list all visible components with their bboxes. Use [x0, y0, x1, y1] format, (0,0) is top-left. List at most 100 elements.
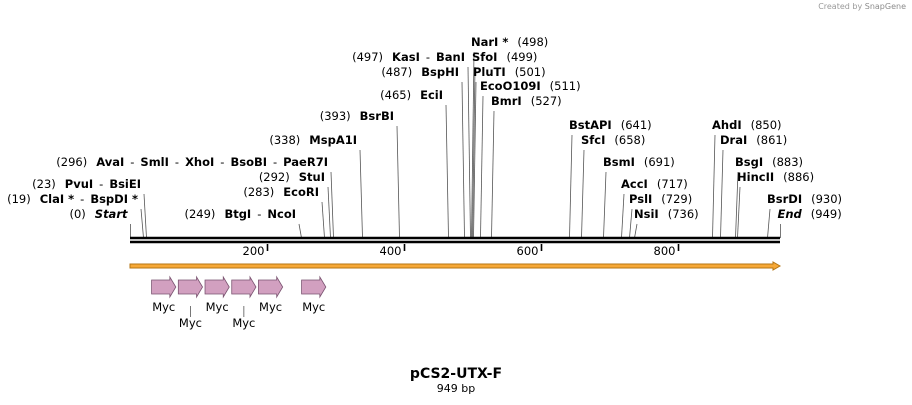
site-label-part: BsgI — [735, 155, 763, 169]
snapgene-logo: SnapGene — [864, 2, 906, 11]
site-label-part: (641) — [621, 118, 652, 132]
site-leader-line — [767, 208, 771, 239]
site-leader-line — [473, 81, 477, 239]
created-by-credit: Created by SnapGene — [818, 2, 906, 11]
site-leader-line — [581, 149, 585, 239]
site-label: (292)StuI — [259, 170, 325, 184]
site-label: PluTI (501) — [473, 65, 546, 79]
site-label-part: (930) — [811, 192, 842, 206]
site-label-part: (465) — [380, 88, 411, 102]
site-label-part: EciI — [420, 88, 443, 102]
site-label-part: XhoI — [185, 155, 214, 169]
site-label-part: (861) — [756, 133, 787, 147]
sequence-backbone — [130, 236, 780, 244]
myc-tag-label: Myc — [232, 316, 255, 330]
site-label: BsgI (883) — [735, 155, 803, 169]
site-label-part: (283) — [243, 185, 274, 199]
site-label-part: (691) — [644, 155, 675, 169]
orf-arrow — [129, 261, 782, 271]
site-label: (0) Start — [69, 207, 128, 221]
ruler-tick-label: 600 — [517, 244, 539, 258]
site-leader-lines — [130, 51, 781, 239]
site-label-part: (501) — [515, 65, 546, 79]
site-label-part: (393) — [320, 109, 351, 123]
myc-tag-arrow — [301, 275, 327, 299]
site-label-part: (487) — [381, 65, 412, 79]
site-label-part: - — [220, 155, 224, 169]
site-label-part: (499) — [506, 50, 537, 64]
site-label: BsmI(691) — [603, 155, 675, 169]
site-label: End(949) — [778, 207, 842, 221]
site-leader-line — [569, 134, 573, 239]
site-label-part: (886) — [783, 170, 814, 184]
site-label-part: ClaI * — [40, 192, 74, 206]
site-leader-line — [467, 66, 471, 239]
site-label-part: EcoO109I — [480, 79, 541, 93]
site-label-part: PluTI — [473, 65, 506, 79]
site-label: (338)MspA1I — [269, 133, 357, 147]
site-label-part: BsrDI — [767, 192, 802, 206]
site-label: (249)BtgI-NcoI — [185, 207, 297, 221]
ruler-tick-label: 800 — [654, 244, 676, 258]
site-label: (19)ClaI *-BspDI * — [7, 192, 138, 206]
site-label-part: - — [426, 50, 430, 64]
site-label-part: (658) — [614, 133, 645, 147]
site-label-part: - — [175, 155, 179, 169]
site-label-part: BspDI * — [90, 192, 138, 206]
site-label-part: - — [273, 155, 277, 169]
site-label-part: NarI * — [471, 35, 508, 49]
site-leader-line — [327, 186, 331, 239]
site-label-part: NcoI — [267, 207, 296, 221]
site-label: (497)KasI-BanI — [352, 50, 465, 64]
site-label: (465) EciI — [380, 88, 443, 102]
site-label-part: StuI — [299, 170, 325, 184]
myc-tag-label: Myc — [179, 316, 202, 330]
map-title: pCS2-UTX-F — [409, 366, 503, 382]
myc-tag-label: Myc — [206, 300, 229, 314]
site-label-part: BstAPI — [569, 118, 612, 132]
site-leader-line — [480, 95, 484, 239]
site-label-part: BsiEI — [109, 177, 141, 191]
site-label-part: (498) — [517, 35, 548, 49]
site-label: BmrI (527) — [491, 94, 562, 108]
site-label: NsiI(736) — [634, 207, 699, 221]
site-label-part: BanI — [436, 50, 465, 64]
site-label-part: BsoBI — [230, 155, 267, 169]
site-leader-line — [472, 66, 476, 239]
site-label-part: AccI — [621, 177, 648, 191]
site-label-part: AhdI — [712, 118, 742, 132]
site-label-part: - — [130, 155, 134, 169]
site-label-part: End — [778, 207, 803, 221]
site-label-part: Start — [95, 207, 128, 221]
site-leader-line — [603, 171, 607, 239]
site-label-part: (0) — [69, 207, 85, 221]
myc-tag-arrow — [258, 275, 284, 299]
site-label-part: (296) — [56, 155, 87, 169]
site-label-part: (497) — [352, 50, 383, 64]
site-label-part: (511) — [550, 79, 581, 93]
site-label-part: (249) — [185, 207, 216, 221]
site-label-part: - — [99, 177, 103, 191]
site-label-part: (527) — [531, 94, 562, 108]
site-leader-line — [445, 104, 449, 239]
site-label-part: PslI — [629, 192, 652, 206]
restriction-site-labels: (0) Start(19)ClaI *-BspDI *(23)PvuI-BsiEI… — [7, 35, 842, 221]
site-leader-line — [737, 186, 741, 239]
site-label-part: (883) — [772, 155, 803, 169]
site-leader-line — [621, 193, 625, 239]
site-leader-line — [735, 171, 739, 239]
myc-tag-arrow — [204, 275, 230, 299]
site-leader-line — [321, 201, 325, 239]
site-label-part: MspA1I — [309, 133, 357, 147]
site-label-part: BmrI — [491, 94, 522, 108]
site-label-part: HincII — [737, 170, 774, 184]
site-leader-line — [491, 110, 495, 239]
site-label: EcoO109I (511) — [480, 79, 581, 93]
site-label: (23)PvuI-BsiEI — [32, 177, 141, 191]
site-label-part: BsrBI — [360, 109, 394, 123]
site-label-part: BspHI — [421, 65, 459, 79]
site-leader-line — [143, 193, 147, 239]
site-label-part: SmlI — [140, 155, 169, 169]
site-label-part: PvuI — [65, 177, 93, 191]
